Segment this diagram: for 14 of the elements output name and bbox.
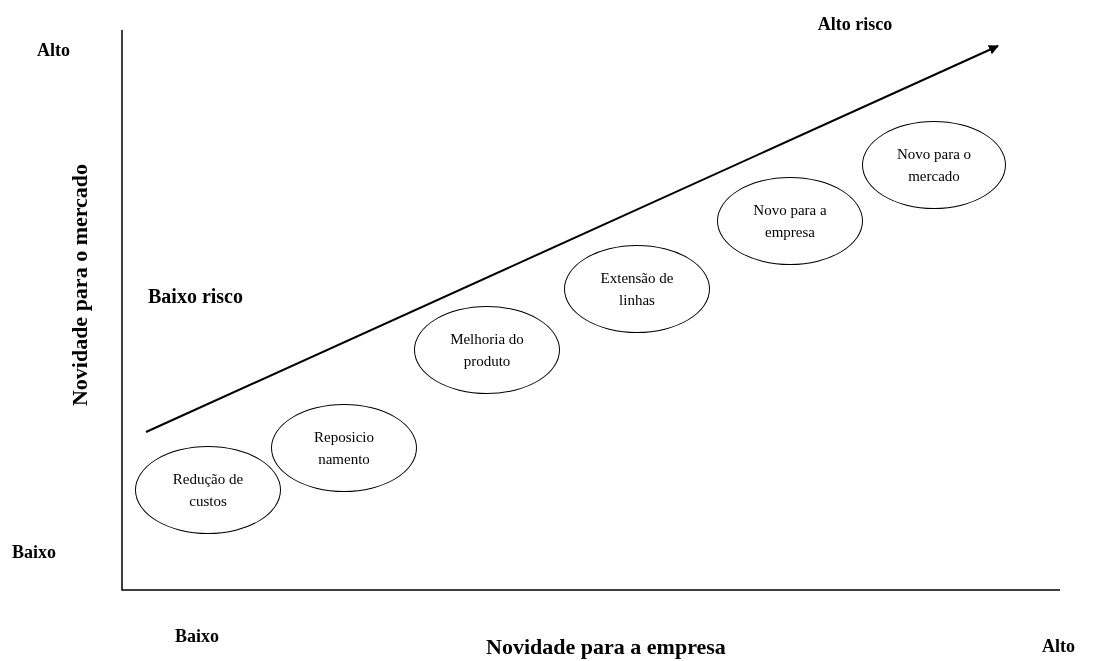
- ellipse-label: Extensão de linhas: [599, 269, 675, 310]
- ellipse-label: Reposicio namento: [313, 428, 375, 469]
- axis-tick-label: Alto: [37, 40, 70, 61]
- axis-tick-label: Alto: [1042, 636, 1075, 657]
- axis-title: Novidade para o mercado: [67, 163, 93, 407]
- risk-label: Baixo risco: [148, 285, 243, 308]
- axis-tick-label: Baixo: [12, 542, 56, 563]
- axis-tick-label: Baixo: [175, 626, 219, 647]
- ellipse-label: Novo para o mercado: [895, 145, 973, 186]
- axis-title: Novidade para a empresa: [486, 634, 726, 660]
- ellipse-label: Redução de custos: [171, 470, 245, 511]
- ellipse-label: Melhoria do produto: [449, 330, 525, 371]
- ellipse-label: Novo para a empresa: [752, 201, 828, 242]
- risk-label: Alto risco: [817, 14, 893, 35]
